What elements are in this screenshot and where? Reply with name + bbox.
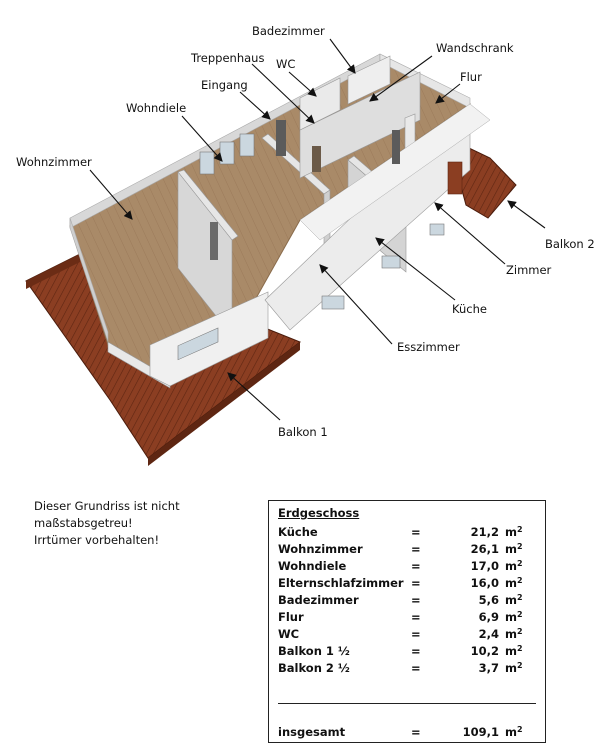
row-name: Balkon 2 ½: [278, 661, 350, 675]
row-value: 6,9: [478, 610, 499, 624]
area-table-row: WC = 2,4 m2: [269, 627, 545, 644]
row-value: 3,7: [478, 661, 499, 675]
area-table-row: Küche = 21,2 m2: [269, 525, 545, 542]
area-table-separator: [278, 703, 536, 704]
row-name: Wohnzimmer: [278, 542, 363, 556]
row-unit: m2: [505, 559, 523, 573]
label-balkon-2: Balkon 2: [545, 237, 595, 251]
label-wc: WC: [276, 57, 295, 71]
row-eq: =: [411, 644, 421, 658]
area-table-row: Wohnzimmer = 26,1 m2: [269, 542, 545, 559]
row-eq: =: [411, 593, 421, 607]
row-unit: m2: [505, 576, 523, 590]
row-eq: =: [411, 610, 421, 624]
label-esszimmer: Esszimmer: [397, 340, 460, 354]
row-name: WC: [278, 627, 300, 641]
floor-plan-3d: Badezimmer Treppenhaus WC Wandschrank Ei…: [16, 24, 595, 466]
label-zimmer: Zimmer: [506, 263, 552, 277]
row-name: Küche: [278, 525, 318, 539]
disclaimer-line-2: maßstabsgetreu!: [34, 516, 133, 530]
row-name: Badezimmer: [278, 593, 359, 607]
label-flur: Flur: [460, 70, 482, 84]
label-balkon-1: Balkon 1: [278, 425, 328, 439]
label-wohndiele: Wohndiele: [126, 101, 186, 115]
row-unit: m2: [505, 661, 523, 675]
wall-flur: [299, 71, 421, 179]
row-name: Wohndiele: [278, 559, 347, 573]
row-eq: =: [411, 661, 421, 675]
disclaimer: Dieser Grundriss ist nicht maßstabsgetre…: [34, 498, 180, 549]
total-unit: m2: [505, 725, 523, 739]
row-unit: m2: [505, 542, 523, 556]
row-eq: =: [411, 576, 421, 590]
row-unit: m2: [505, 525, 523, 539]
eingang-door: [276, 120, 286, 156]
row-unit: m2: [505, 627, 523, 641]
area-table-title: Erdgeschoss: [278, 506, 360, 520]
label-wandschrank: Wandschrank: [436, 41, 514, 55]
row-value: 17,0: [470, 559, 499, 573]
row-eq: =: [411, 542, 421, 556]
row-value: 5,6: [478, 593, 499, 607]
label-badezimmer: Badezimmer: [252, 24, 325, 38]
row-value: 16,0: [470, 576, 499, 590]
area-table-row: Balkon 1 ½ = 10,2 m2: [269, 644, 545, 661]
row-name: Balkon 1 ½: [278, 644, 350, 658]
total-name: insgesamt: [278, 725, 346, 739]
area-table-row: Flur = 6,9 m2: [269, 610, 545, 627]
row-unit: m2: [505, 610, 523, 624]
area-table-row: Elternschlafzimmer = 16,0 m2: [269, 576, 545, 593]
label-eingang: Eingang: [201, 78, 248, 92]
row-value: 26,1: [470, 542, 499, 556]
row-name: Flur: [278, 610, 304, 624]
total-eq: =: [411, 725, 421, 739]
area-table-row: Wohndiele = 17,0 m2: [269, 559, 545, 576]
row-value: 2,4: [478, 627, 499, 641]
area-table-row: Badezimmer = 5,6 m2: [269, 593, 545, 610]
row-unit: m2: [505, 644, 523, 658]
row-value: 21,2: [470, 525, 499, 539]
area-table-total: insgesamt = 109,1 m2: [269, 725, 545, 742]
label-treppenhaus: Treppenhaus: [190, 51, 264, 65]
row-eq: =: [411, 525, 421, 539]
row-value: 10,2: [470, 644, 499, 658]
row-unit: m2: [505, 593, 523, 607]
row-name: Elternschlafzimmer: [278, 576, 404, 590]
label-wohnzimmer: Wohnzimmer: [16, 155, 92, 169]
disclaimer-line-3: Irrtümer vorbehalten!: [34, 533, 160, 547]
area-table-row: Balkon 2 ½ = 3,7 m2: [269, 661, 545, 678]
total-value: 109,1: [462, 725, 499, 739]
row-eq: =: [411, 627, 421, 641]
label-kueche: Küche: [452, 302, 487, 316]
disclaimer-line-1: Dieser Grundriss ist nicht: [34, 499, 180, 513]
row-eq: =: [411, 559, 421, 573]
